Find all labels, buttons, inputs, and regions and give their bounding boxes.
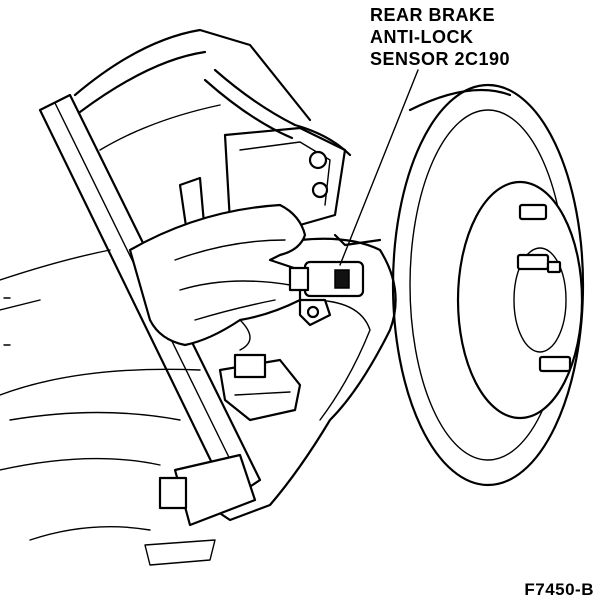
ball-joint (218, 353, 302, 422)
callout-leader-line (339, 69, 419, 266)
sensor-callout-label: REAR BRAKE ANTI-LOCK SENSOR 2C190 (370, 4, 510, 70)
bracket-bolt-lower (311, 181, 329, 199)
callout-line-3: SENSOR 2C190 (370, 49, 511, 69)
technician-hand (128, 203, 307, 351)
callout-line-2: ANTI-LOCK (370, 27, 474, 47)
edge-ticks (3, 297, 11, 346)
body-frame (0, 28, 352, 541)
wheel-studs (516, 203, 572, 373)
arm-bushing (144, 453, 257, 566)
abs-sensor (288, 260, 365, 327)
figure-number: F7450-B (524, 580, 594, 599)
steering-knuckle (198, 233, 397, 522)
bracket-bolt-upper (308, 150, 328, 170)
callout-line-1: REAR BRAKE (370, 5, 496, 25)
